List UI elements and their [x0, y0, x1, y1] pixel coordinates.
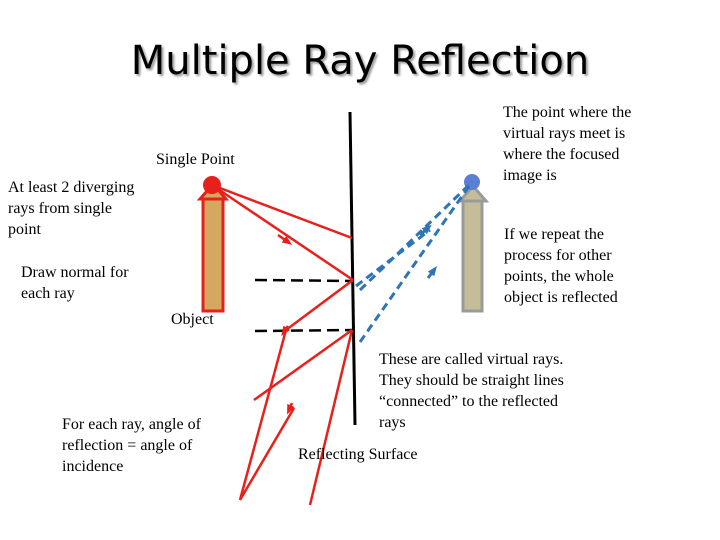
- ray-arrow-1: [277, 233, 293, 245]
- single-point-label: Single Point: [156, 151, 235, 168]
- reflected-ray-1: [285, 278, 354, 332]
- virtual-ray-arrow-2: [426, 266, 437, 279]
- ray-arrow-2: [281, 325, 291, 337]
- reflected-ray-2-ext: [238, 407, 296, 501]
- virtual-ray-arrow-1: [419, 224, 432, 237]
- angle-rule-label: For each ray, angle of reflection = angl…: [62, 416, 201, 475]
- object-label: Object: [171, 311, 214, 328]
- reflected-ray-3: [308, 329, 354, 506]
- ray-arrow-3: [287, 402, 295, 415]
- repeat-process-label: If we repeat the process for other point…: [504, 226, 618, 306]
- reflecting-surface-label: Reflecting Surface: [298, 446, 418, 463]
- mirror-line: [348, 111, 357, 426]
- image-arrow-head: [456, 183, 490, 203]
- incident-ray-2: [211, 183, 353, 240]
- focus-point-label: The point where the virtual rays meet is…: [503, 104, 632, 184]
- incident-ray-1: [211, 183, 354, 282]
- draw-normal-label: Draw normal for each ray: [21, 264, 129, 302]
- diverging-rays-label: At least 2 diverging rays from single po…: [8, 179, 135, 238]
- reflected-ray-1-ext: [238, 329, 288, 501]
- virtual-ray-2: [355, 228, 431, 288]
- normal-line-lower: [254, 328, 353, 333]
- normal-line-upper: [254, 278, 353, 283]
- virtual-rays-label: These are called virtual rays. They shou…: [379, 351, 564, 431]
- page-title: Multiple Ray Reflection: [130, 38, 590, 84]
- virtual-ray-3: [358, 181, 474, 343]
- image-arrow: [461, 198, 484, 313]
- virtual-ray-1: [358, 180, 474, 292]
- reflected-ray-2: [253, 328, 353, 402]
- object-arrow: [201, 195, 225, 313]
